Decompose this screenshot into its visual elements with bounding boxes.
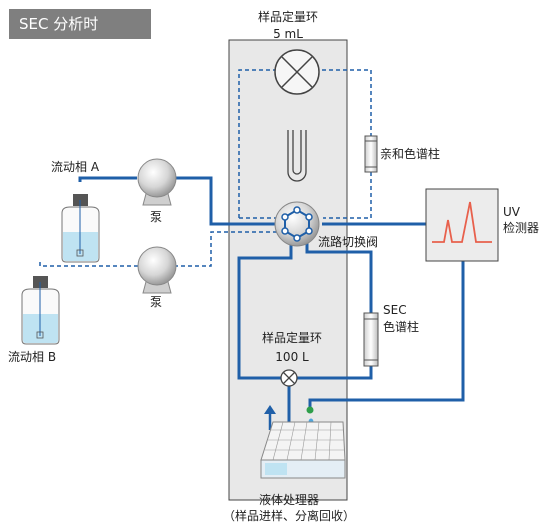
switch-valve-label: 流路切换阀 xyxy=(318,235,379,249)
uv-label-line2: 检测器 xyxy=(503,221,540,235)
fraction-tip-icon xyxy=(306,406,314,414)
pump-2-label: 泵 xyxy=(149,295,163,309)
active-flow-lines xyxy=(78,176,465,448)
sample-loop-top-volume: 5 mL xyxy=(273,27,303,41)
bottle-b-icon xyxy=(21,276,60,345)
uv-detector-icon xyxy=(425,188,499,262)
sec-column-icon xyxy=(363,312,379,367)
mobile-phase-a-label: 流动相 A xyxy=(51,160,100,174)
uv-label-line1: UV xyxy=(503,205,520,219)
sample-loop-top-label: 样品定量环 xyxy=(257,10,319,24)
pump-2-icon xyxy=(137,246,177,294)
arrow-up-icon xyxy=(264,405,276,430)
page-title: SEC 分析时 xyxy=(9,9,151,39)
u-tube-icon xyxy=(287,130,307,182)
sec-column-label-line1: SEC xyxy=(383,303,407,317)
affinity-column-icon xyxy=(364,135,378,173)
sample-loop-bottom-icon xyxy=(280,369,298,387)
pump-1-label: 泵 xyxy=(149,210,163,224)
affinity-column-label: 亲和色谱柱 xyxy=(380,147,441,161)
bottle-a-icon xyxy=(61,194,100,263)
sample-loop-bottom-volume: 100 L xyxy=(275,350,309,364)
sec-column-label-line2: 色谱柱 xyxy=(383,320,420,334)
pump-1-icon xyxy=(137,158,177,206)
sample-loop-bottom-label: 样品定量环 xyxy=(261,331,323,345)
liquid-handler-label-line1: 液体处理器 xyxy=(258,493,320,507)
switch-valve-icon xyxy=(274,201,320,247)
liquid-handler-plate-icon xyxy=(260,421,346,479)
mobile-phase-b-label: 流动相 B xyxy=(8,350,57,364)
liquid-handler-label-line2: （样品进样、分离回收） xyxy=(222,509,356,523)
sample-loop-top-icon xyxy=(274,49,320,95)
